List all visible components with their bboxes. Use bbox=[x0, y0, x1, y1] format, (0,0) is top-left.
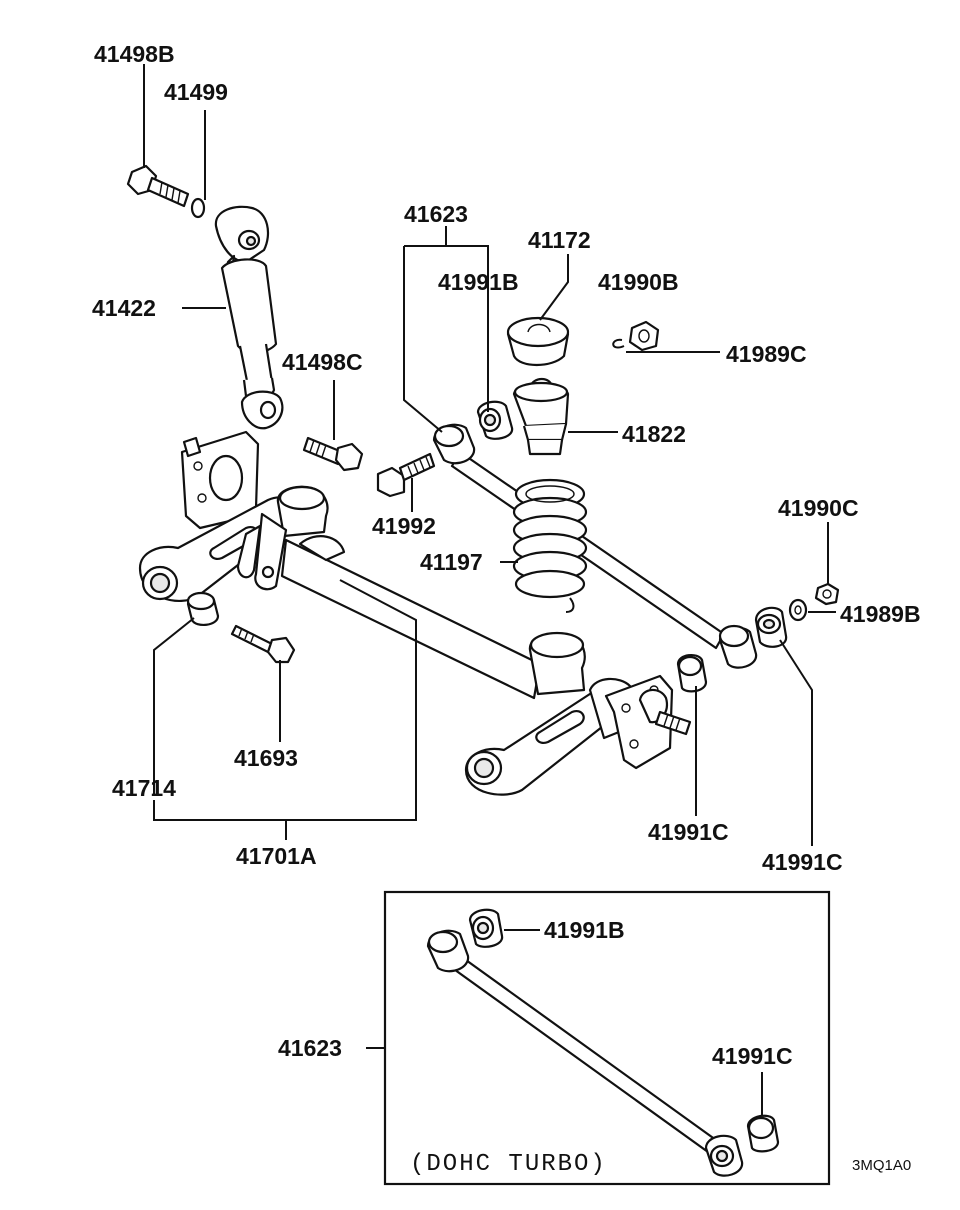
bushing-41714-drawing bbox=[186, 591, 220, 626]
label-41991b-inset: 41991B bbox=[544, 917, 625, 943]
nut-41990c-drawing bbox=[814, 582, 840, 606]
bushing-41991c-right-drawing bbox=[754, 606, 788, 648]
inset-frame bbox=[383, 890, 831, 1186]
label-41693: 41693 bbox=[234, 745, 298, 771]
bushing-41991b-drawing bbox=[476, 400, 514, 440]
label-41714: 41714 bbox=[112, 775, 176, 801]
label-41623-inset: 41623 bbox=[278, 1035, 342, 1061]
label-41623-top: 41623 bbox=[404, 201, 468, 227]
shock-absorber-group bbox=[126, 164, 364, 472]
inset-note: (DOHC TURBO) bbox=[410, 1151, 607, 1178]
bolt-41992-drawing bbox=[376, 452, 436, 498]
label-41499: 41499 bbox=[164, 79, 228, 105]
label-41822: 41822 bbox=[622, 421, 686, 447]
bushing-41991c-mid-drawing bbox=[676, 654, 708, 693]
washer-41989b-drawing bbox=[788, 598, 808, 622]
figure-code: 3MQ1A0 bbox=[852, 1157, 911, 1174]
lateral-rod-41623-drawing bbox=[432, 423, 758, 669]
label-41422: 41422 bbox=[92, 295, 156, 321]
label-41197: 41197 bbox=[420, 549, 483, 575]
label-41701a: 41701A bbox=[236, 843, 317, 869]
bolt-41498b-drawing bbox=[126, 164, 190, 208]
label-41989b: 41989B bbox=[840, 601, 921, 627]
label-41498c: 41498C bbox=[282, 349, 363, 375]
label-41991b-top: 41991B bbox=[438, 269, 519, 295]
label-41989c: 41989C bbox=[726, 341, 807, 367]
inset-lateral-rod-drawing bbox=[426, 929, 744, 1177]
nut-41990b-drawing bbox=[628, 320, 660, 352]
bolt-41693-drawing bbox=[230, 624, 296, 664]
washer-41989c-drawing bbox=[612, 338, 625, 349]
label-41990b: 41990B bbox=[598, 269, 679, 295]
label-41991c-mid: 41991C bbox=[648, 819, 729, 845]
label-41498b: 41498B bbox=[94, 41, 175, 67]
leader-lines bbox=[143, 64, 836, 846]
inset-bushing-41991b-drawing bbox=[468, 908, 504, 948]
coil-spring-41197-drawing bbox=[512, 478, 588, 613]
part-number-labels: 41498B 41499 41422 41498C 41623 41991B 4… bbox=[92, 41, 921, 875]
shock-absorber-41422-drawing bbox=[214, 205, 284, 430]
label-41991c-inset: 41991C bbox=[712, 1043, 793, 1069]
bolt-41498c-drawing bbox=[302, 436, 364, 472]
washer-41499-drawing bbox=[190, 197, 206, 219]
inset-bushing-41991c-drawing bbox=[746, 1114, 780, 1153]
label-41990c: 41990C bbox=[778, 495, 859, 521]
label-41991c-right: 41991C bbox=[762, 849, 843, 875]
label-41992: 41992 bbox=[372, 513, 436, 539]
label-41172: 41172 bbox=[528, 227, 591, 253]
inset-dohc-turbo: 41991B 41623 41991C (DOHC TURBO) bbox=[278, 890, 831, 1186]
bump-stopper-41822-drawing bbox=[512, 377, 570, 456]
trailing-arm-assembly-41701a-drawing bbox=[138, 430, 692, 796]
bump-rubber-41172-drawing bbox=[506, 316, 570, 367]
